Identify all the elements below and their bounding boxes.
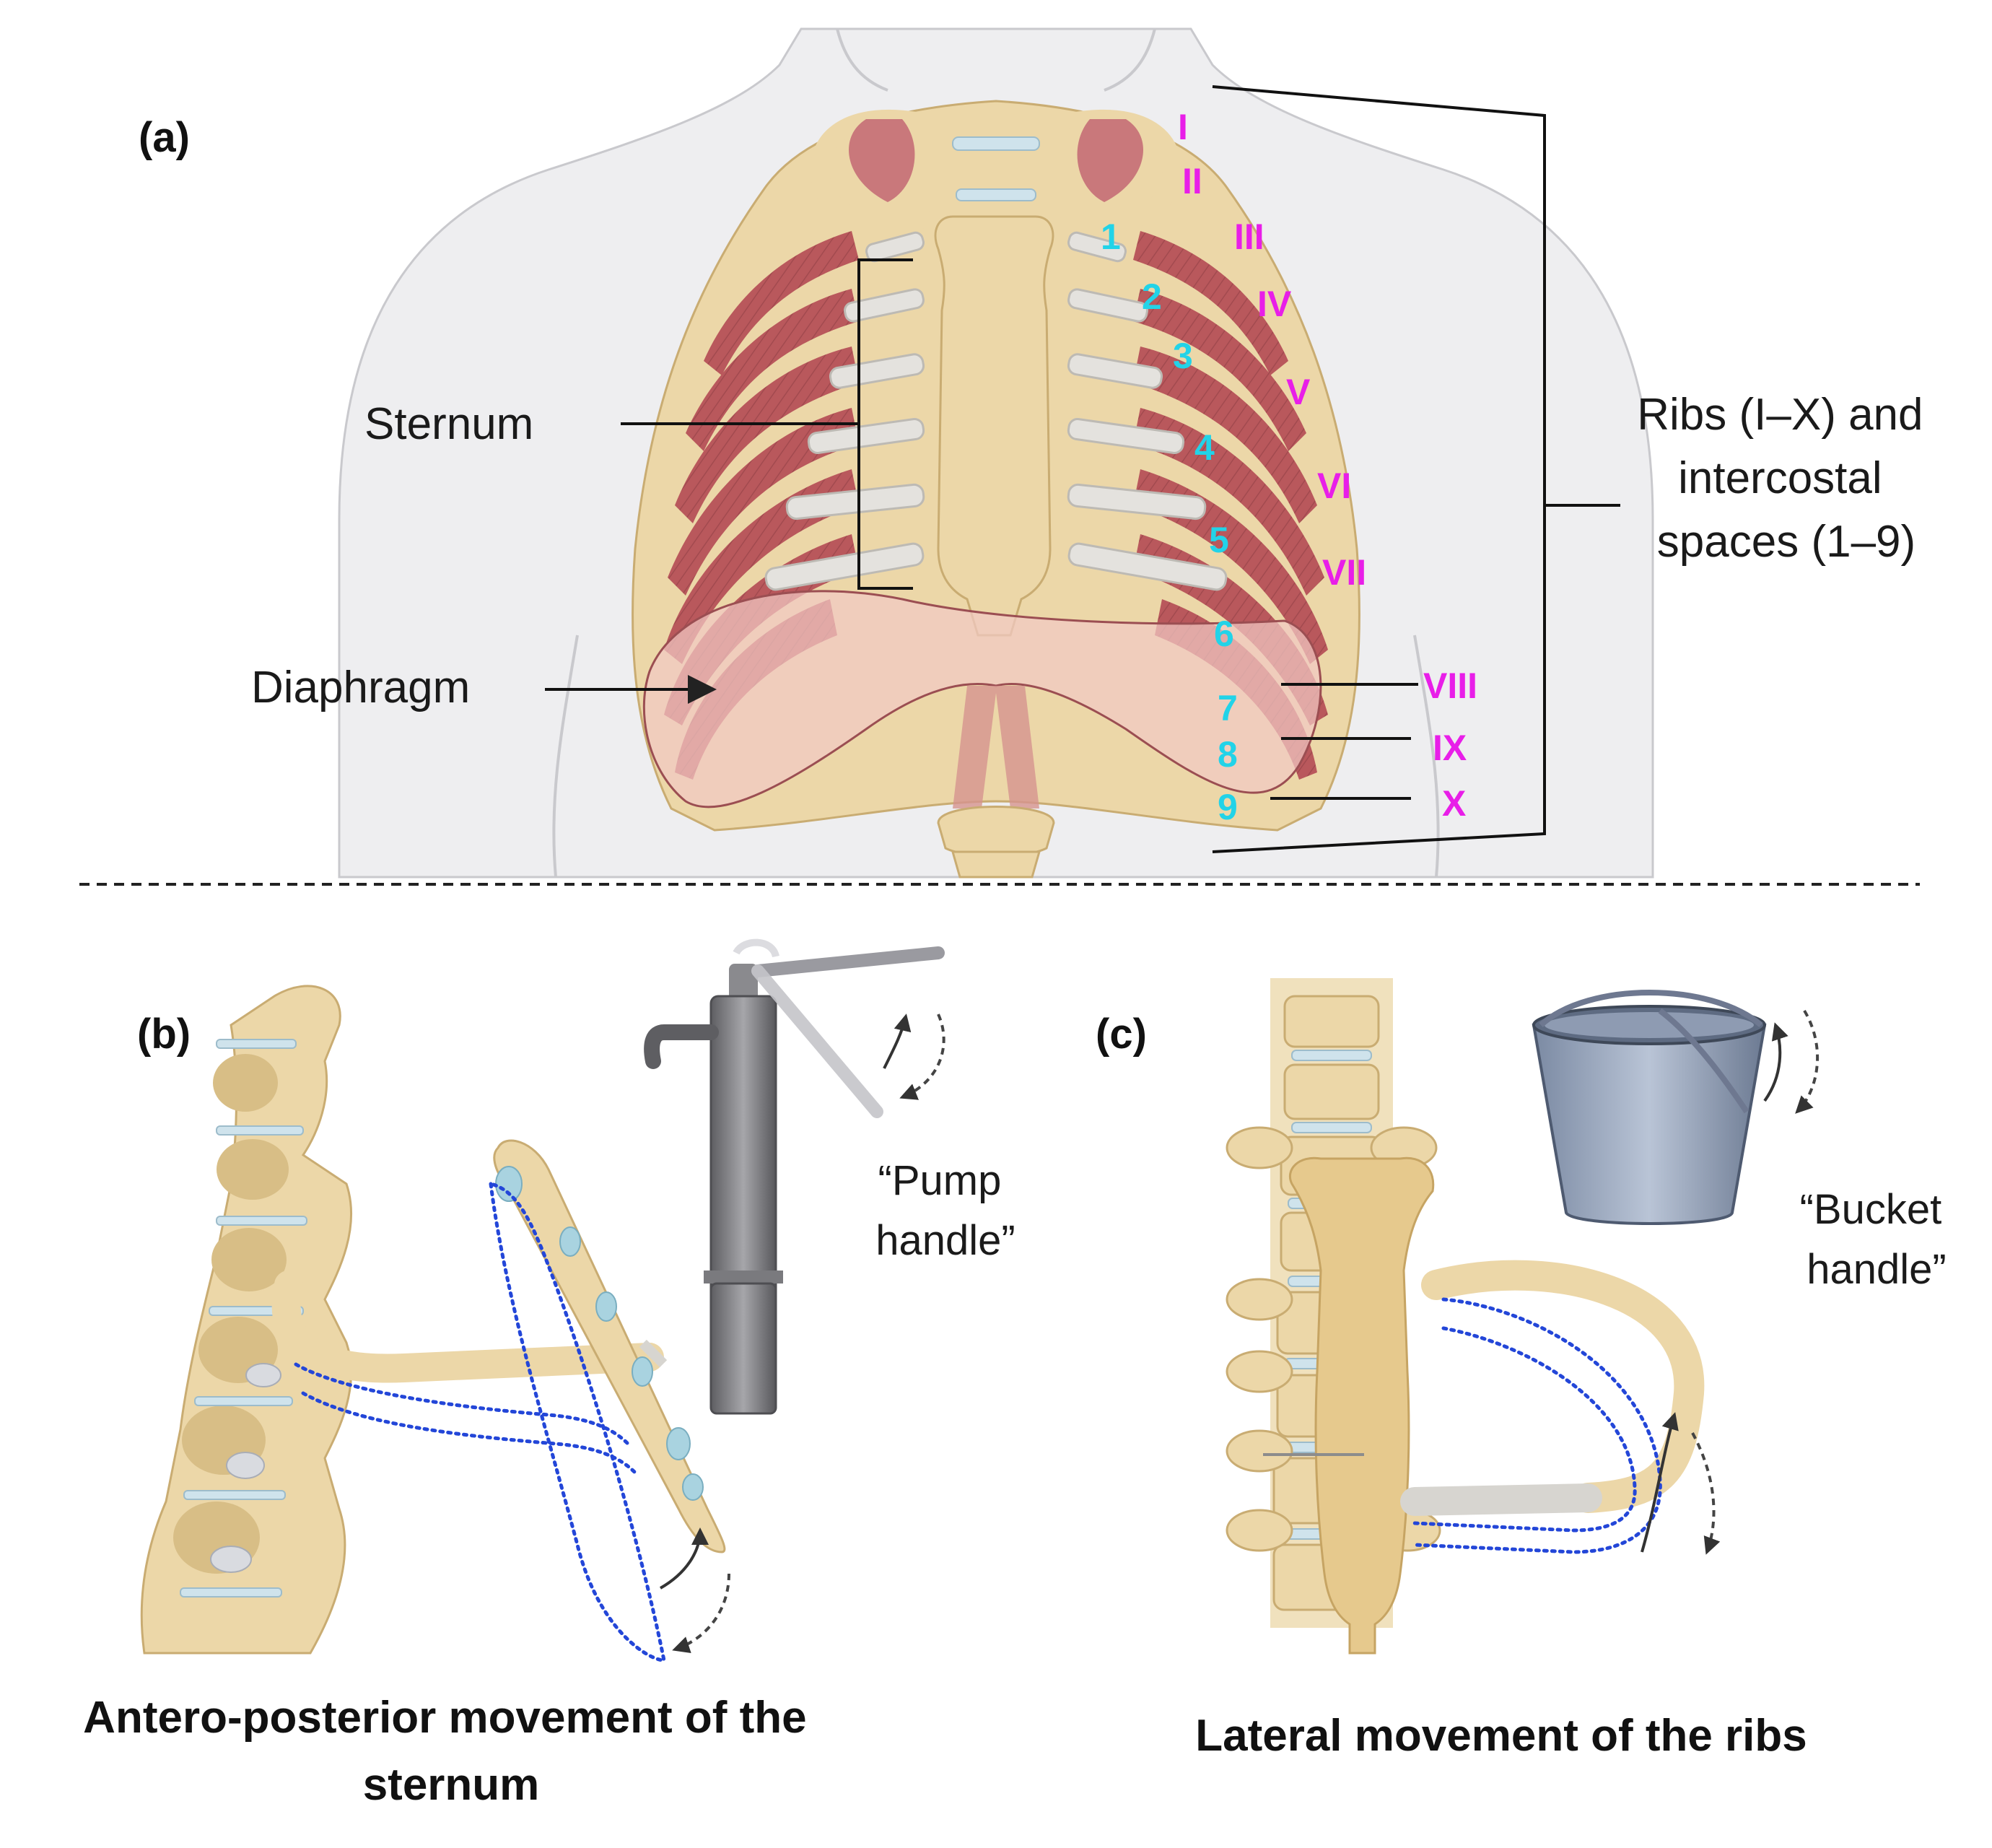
intercostal-number-3: 3: [1173, 336, 1193, 376]
panel-c-letter: (c): [1096, 1011, 1147, 1058]
rib-c-cartilage: [1400, 1483, 1602, 1516]
lumbar-vertebra-2: [951, 850, 1041, 879]
sternum-b-dotted: [489, 1181, 667, 1662]
arm-line-right: [1413, 635, 1440, 878]
intercostal-number-1: 1: [1101, 217, 1121, 257]
panel-a: (a) Sternum Diaphragm Ribs (I–X) and int…: [139, 27, 1936, 879]
intercostal-number-7: 7: [1218, 688, 1238, 728]
thoracic-spine: [140, 985, 353, 1655]
neck-line-left: [836, 28, 888, 92]
rib-numeral-10: X: [1442, 783, 1466, 824]
rib-c-arrow-up: [1641, 1412, 1679, 1553]
intercostal-number-4: 4: [1194, 427, 1215, 468]
rib-numeral-1: I: [1178, 107, 1188, 147]
ribs-label-line-3: spaces (1–9): [1657, 517, 1915, 567]
pump-arrow-down: [899, 1014, 945, 1100]
intercostal-number-9: 9: [1218, 787, 1238, 827]
sternum-b-arrow-up: [660, 1527, 709, 1590]
sternum: [934, 215, 1054, 637]
diaphragm-label: Diaphragm: [251, 663, 470, 712]
sternum-c: [1288, 1156, 1435, 1655]
bucket-quote-line-1: “Bucket: [1800, 1186, 1942, 1233]
panel-b-caption: Antero-posterior movement of the sternum: [83, 1693, 819, 1810]
bucket-handle-quote: “Bucket handle”: [1800, 1186, 1954, 1293]
bucket-arrow-down: [1795, 1009, 1820, 1114]
rib-c: [1421, 1260, 1705, 1513]
rib-numeral-9: IX: [1433, 728, 1467, 768]
panel-b-letter: (b): [137, 1011, 191, 1058]
bucket-quote-line-2: handle”: [1807, 1246, 1946, 1293]
rib-c-dotted: [1412, 1297, 1662, 1554]
rib-numeral-6: VI: [1317, 466, 1351, 506]
panel-a-letter: (a): [139, 114, 190, 161]
neck-line-right: [1104, 28, 1156, 92]
intercostal-number-8: 8: [1218, 734, 1238, 775]
bucket-illustration: [1532, 990, 1767, 1225]
arm-line-left: [552, 635, 579, 878]
rib-b: [271, 1270, 664, 1383]
rib-b-dotted: [294, 1362, 637, 1475]
neck-muscle-left: [849, 119, 915, 202]
intercostal-number-2: 2: [1142, 276, 1162, 317]
rib-numeral-8: VIII: [1423, 666, 1477, 706]
ribs-label-line-2: intercostal: [1678, 453, 1882, 503]
sternum-b-arrow-down: [672, 1573, 730, 1654]
ribs-bracket: [1212, 85, 1546, 853]
intercostal-number-5: 5: [1209, 520, 1229, 560]
sternum-label: Sternum: [364, 399, 533, 449]
trachea-disc-top: [952, 136, 1040, 151]
lumbar-vertebra: [937, 806, 1055, 858]
diaphragm: [642, 590, 1322, 808]
rib-numeral-4: IV: [1257, 284, 1292, 324]
rib-numeral-3: III: [1234, 217, 1264, 257]
ribs-label: Ribs (I–X) and intercostal spaces (1–9): [1637, 390, 1936, 567]
pump-quote-line-1: “Pump: [878, 1157, 1002, 1204]
rib-numeral-2: II: [1182, 161, 1202, 201]
pump-quote-line-2: handle”: [875, 1217, 1015, 1264]
intercostal-numbers: 1 2 3 4 5 6 7 8 9: [1101, 217, 1238, 827]
rib-c-arrow-down: [1691, 1432, 1721, 1555]
costal-cartilages: [764, 231, 1228, 591]
intercostal-number-6: 6: [1214, 614, 1234, 654]
bucket-arrow-up: [1763, 1022, 1788, 1102]
panel-b-caption-line-2: sternum: [363, 1760, 540, 1810]
panel-b: (b): [83, 938, 1015, 1810]
pump-arrow-up: [883, 1014, 912, 1069]
neck-muscle-right: [1077, 119, 1143, 202]
rib-numerals: I II III IV V VI VII VIII IX X: [1178, 107, 1477, 824]
trachea-disc-2: [956, 188, 1036, 201]
diaphragm-crura: [953, 686, 1039, 808]
rib-numeral-7: VII: [1322, 552, 1366, 593]
pump-handle-quote: “Pump handle”: [875, 1157, 1015, 1264]
panel-c-caption: Lateral movement of the ribs: [1195, 1711, 1807, 1761]
pump-illustration: [644, 938, 945, 1415]
panel-b-caption-line-1: Antero-posterior movement of the: [83, 1693, 806, 1743]
rib-numeral-5: V: [1286, 372, 1311, 412]
ribs-label-line-1: Ribs (I–X) and: [1637, 390, 1923, 440]
rib-b-cartilage: [639, 1339, 668, 1368]
panel-c: (c): [1096, 978, 1954, 1761]
